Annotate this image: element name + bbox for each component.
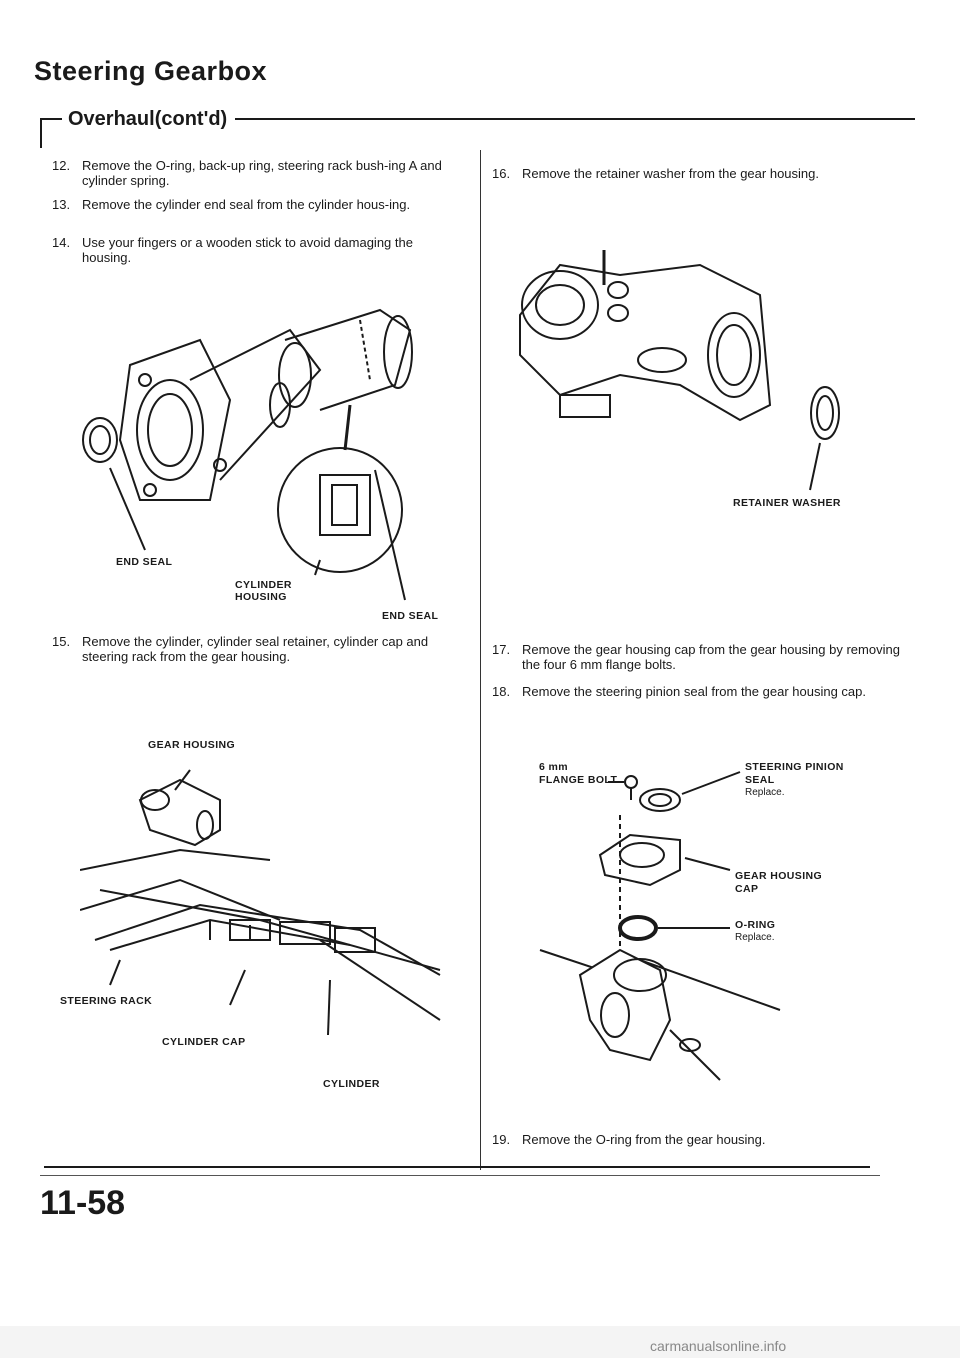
label-pinion-seal-1: STEERING PINION [745,761,844,773]
step-15: 15. Remove the cylinder, cylinder seal r… [52,634,429,664]
label-gear-housing-cap-1: GEAR HOUSING [735,870,823,882]
gear-housing-cap-illustration [539,771,781,1081]
page-number: 11-58 [40,1184,126,1222]
step-17: 17. Remove the gear housing cap from the… [492,642,900,672]
retainer-washer-illustration [519,250,840,491]
gear-housing-drawing [519,250,840,491]
label-pinion-seal-2: SEAL [745,774,775,786]
label-o-ring-note: Replace. [735,932,775,943]
label-cylinder-housing-2: HOUSING [235,591,287,603]
step-16: 16. Remove the retainer washer from the … [492,166,819,181]
steering-rack-illustration [80,769,441,1036]
step-13: 13. Remove the cylinder end seal from th… [52,197,411,212]
step-19: 19. Remove the O-ring from the gear hous… [492,1132,766,1147]
steering-rack-drawing [80,769,441,1036]
section-bracket-top [40,118,62,120]
header-rule [235,118,915,120]
label-end-seal-left: END SEAL [116,556,173,568]
step-14: 14. Use your fingers or a wooden stick t… [52,235,413,265]
footer-watermark[interactable]: carmanualsonline.info [650,1338,787,1354]
footer-bar [0,1326,960,1358]
label-retainer-washer: RETAINER WASHER [733,497,841,509]
footer-rule-thin [40,1175,880,1176]
label-cylinder-cap: CYLINDER CAP [162,1036,246,1048]
label-gear-housing-cap-2: CAP [735,883,759,895]
cylinder-housing-drawing [82,308,413,601]
section-subtitle: Overhaul(cont'd) [68,108,228,130]
page-title: Steering Gearbox [34,56,268,86]
label-gear-housing: GEAR HOUSING [148,739,236,751]
cylinder-housing-illustration [82,308,413,601]
label-end-seal-right: END SEAL [382,610,439,622]
label-o-ring: O-RING [735,919,776,931]
label-flange-bolt-2: FLANGE BOLT [539,774,618,786]
label-flange-bolt-1: 6 mm [539,761,569,773]
housing-cap-drawing [539,771,781,1081]
label-pinion-seal-note: Replace. [745,787,785,798]
step-18: 18. Remove the steering pinion seal from… [492,684,866,699]
label-cylinder-housing-1: CYLINDER [235,579,292,591]
footer-rule [44,1166,870,1168]
step-12: 12. Remove the O-ring, back-up ring, ste… [52,158,442,188]
column-divider [480,150,481,1170]
section-bracket [40,118,42,148]
label-cylinder: CYLINDER [323,1078,380,1090]
label-steering-rack: STEERING RACK [60,995,153,1007]
